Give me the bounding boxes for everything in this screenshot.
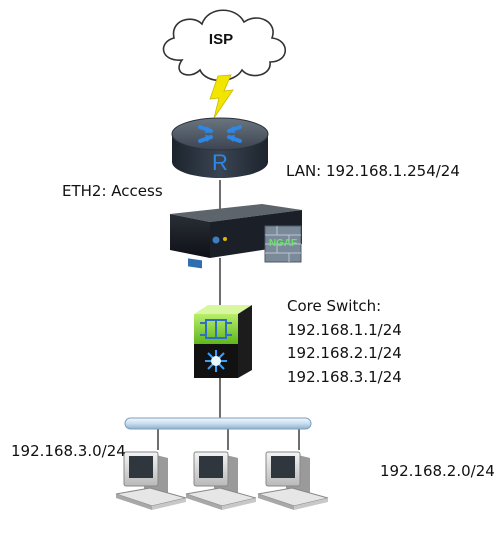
isp-label: ISP bbox=[208, 31, 234, 48]
pc-icon bbox=[115, 451, 187, 510]
links bbox=[157, 180, 300, 450]
router-icon: R bbox=[171, 117, 269, 178]
pc-icon bbox=[257, 451, 329, 510]
firewall-badge: NGAF bbox=[269, 238, 297, 249]
core-switch-address: 192.168.3.1/24 bbox=[287, 367, 402, 386]
network-label-right: 192.168.2.0/24 bbox=[380, 462, 495, 480]
lan-bus-icon bbox=[124, 417, 312, 430]
router-letter: R bbox=[212, 150, 228, 175]
router-lan-address: LAN: 192.168.1.254/24 bbox=[286, 162, 460, 180]
core-switch-address: 192.168.2.1/24 bbox=[287, 344, 402, 362]
lightning-icon bbox=[209, 74, 234, 119]
core-switch-title: Core Switch: bbox=[287, 297, 382, 315]
cloud-icon bbox=[162, 9, 287, 82]
network-label-left: 192.168.3.0/24 bbox=[11, 442, 126, 460]
layer3-switch-icon bbox=[194, 305, 252, 378]
firewall-icon: NGAF bbox=[170, 204, 302, 269]
firewall-port-label: ETH2: Access bbox=[62, 182, 163, 200]
pc-icon bbox=[185, 451, 257, 510]
core-switch-info: Core Switch: 192.168.1.1/24 192.168.2.1/… bbox=[287, 295, 402, 389]
core-switch-address: 192.168.1.1/24 bbox=[287, 320, 402, 339]
